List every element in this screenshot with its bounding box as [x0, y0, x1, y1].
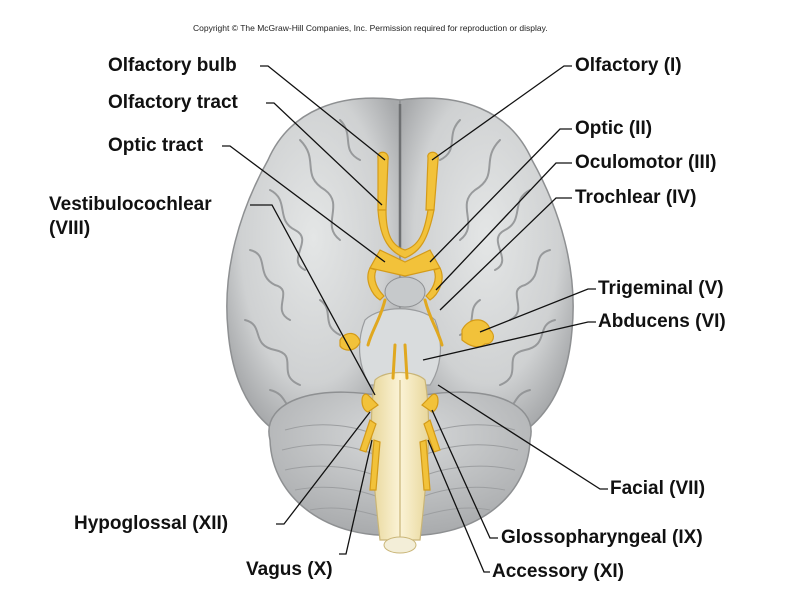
label-olfactory-bulb: Olfactory bulb — [108, 55, 237, 76]
label-vestibulocochlear-numeral: (VIII) — [49, 218, 91, 239]
label-trigeminal: Trigeminal (V) — [598, 278, 724, 299]
label-olfactory-tract: Olfactory tract — [108, 92, 238, 113]
label-vestibulocochlear: Vestibulocochlear — [49, 194, 212, 215]
label-facial: Facial (VII) — [610, 478, 706, 499]
label-oculomotor: Oculomotor (III) — [575, 152, 717, 173]
label-accessory: Accessory (XI) — [492, 561, 625, 582]
pituitary-region — [384, 276, 426, 308]
label-vagus: Vagus (X) — [246, 559, 333, 580]
label-olfactory: Olfactory (I) — [575, 55, 682, 76]
label-optic: Optic (II) — [575, 118, 653, 139]
label-hypoglossal: Hypoglossal (XII) — [74, 513, 229, 534]
spinal-cord-end — [383, 536, 417, 554]
copyright-notice: Copyright © The McGraw-Hill Companies, I… — [193, 23, 548, 33]
nerves — [339, 151, 495, 491]
label-glossopharyngeal: Glossopharyngeal (IX) — [501, 527, 703, 548]
label-trochlear: Trochlear (IV) — [575, 187, 697, 208]
label-optic-tract: Optic tract — [108, 135, 204, 156]
label-abducens: Abducens (VI) — [598, 311, 726, 332]
leader-lines — [222, 65, 608, 573]
